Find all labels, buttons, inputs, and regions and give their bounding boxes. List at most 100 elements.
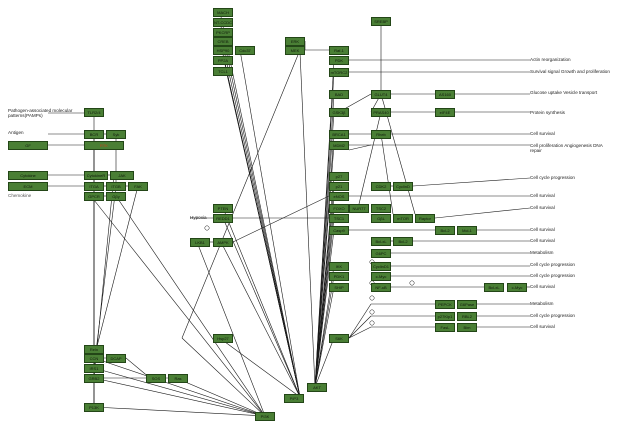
node-gby[interactable]: Gβγ: [106, 192, 126, 201]
node-as160[interactable]: AS160: [435, 90, 455, 99]
node-pkcrp[interactable]: PKCRP: [213, 28, 233, 37]
edge-line: [314, 286, 335, 388]
node-tsc2[interactable]: TSC2: [371, 204, 391, 213]
node-ikk[interactable]: IKK: [329, 262, 349, 271]
node-pten[interactable]: PTEN: [213, 204, 233, 213]
node-casp9[interactable]: Casp9: [329, 226, 349, 235]
node-p27[interactable]: p27: [329, 172, 349, 181]
node-tlr24[interactable]: TLR2/4: [84, 108, 104, 117]
node-itga[interactable]: ITGA: [84, 182, 104, 191]
node-gpl[interactable]: GβL: [371, 214, 391, 223]
node-g6pase[interactable]: G6Pase: [457, 300, 477, 309]
node-fak[interactable]: FAK: [128, 182, 148, 191]
node-p21[interactable]: p21: [329, 182, 349, 191]
label-metabolism-1: Metabolism: [530, 250, 554, 255]
node-gsk3b[interactable]: GSK3β: [329, 108, 349, 117]
node-pdk1[interactable]: PDK1: [329, 272, 349, 281]
node-mach[interactable]: MACH: [213, 8, 233, 17]
node-foxo[interactable]: FOXO: [329, 204, 349, 213]
node-p27kip1[interactable]: p27Kip1: [435, 312, 455, 321]
node-myc[interactable]: c-Myc: [371, 272, 391, 281]
node-ras[interactable]: Ras: [168, 374, 188, 383]
edge-line: [220, 241, 301, 398]
node-bad[interactable]: BAD: [329, 90, 349, 99]
node-mcl1[interactable]: Mcl-1: [457, 226, 477, 235]
node-pip3[interactable]: PIP3: [284, 394, 304, 403]
node-cytokiner[interactable]: CytokineR: [84, 171, 108, 180]
node-p130[interactable]: RBL2: [457, 312, 477, 321]
node-ccn[interactable]: CCN: [84, 354, 104, 363]
node-grb2[interactable]: GRB2: [84, 374, 104, 383]
label-cycle-2: Cell cycle progression: [530, 262, 575, 267]
node-bcr[interactable]: BCR: [84, 130, 104, 139]
node-bcl2b[interactable]: Bcl-2: [393, 237, 413, 246]
node-mtor[interactable]: mTOR: [393, 214, 413, 223]
node-akt[interactable]: AKT: [307, 383, 327, 392]
node-dcap[interactable]: DCAP: [106, 354, 126, 363]
node-cmyc2[interactable]: c-Myc: [507, 283, 527, 292]
node-cdk2[interactable]: CDK2: [371, 182, 391, 191]
node-itgb[interactable]: ITGB: [106, 182, 126, 191]
node-gpcr[interactable]: GPCR: [84, 192, 104, 201]
node-creb[interactable]: CREB: [213, 37, 233, 46]
node-tcl1[interactable]: TCL1: [213, 67, 233, 76]
label-cycle-3: Cell cycle progression: [530, 273, 575, 278]
node-tsc1[interactable]: TSC1: [329, 214, 349, 223]
label-protein: Protein synthesis: [530, 110, 565, 115]
node-eif4e[interactable]: eIF4E: [435, 108, 455, 117]
node-sos[interactable]: SOS: [146, 374, 166, 383]
node-bclxl[interactable]: Bcl-xL: [484, 283, 504, 292]
node-nfkb[interactable]: NF-κB: [371, 283, 391, 292]
node-reln[interactable]: Reln: [84, 345, 104, 354]
node-erk[interactable]: ERK: [285, 37, 305, 46]
node-gf[interactable]: GF: [8, 141, 48, 150]
edge-line: [348, 326, 372, 339]
node-cdc37[interactable]: Cdc37: [235, 46, 255, 55]
node-ecm[interactable]: ECM: [8, 182, 48, 191]
node-p13k[interactable]: P13K: [84, 403, 104, 412]
edge-line: [93, 185, 139, 359]
node-hsp90[interactable]: HSP90: [213, 46, 233, 55]
node-reddi[interactable]: REDD1: [213, 214, 233, 223]
node-ship[interactable]: SHIP: [329, 283, 349, 292]
node-enos[interactable]: eNOS: [329, 192, 349, 201]
node-syk[interactable]: Syk: [106, 130, 126, 139]
label-cell-survival-4: Cell survival: [530, 227, 555, 232]
node-mdm2[interactable]: MDM2: [329, 141, 349, 150]
node-rtk[interactable]: RTK: [84, 141, 124, 150]
node-pepck[interactable]: PEPCK: [435, 300, 455, 309]
node-mtorc2[interactable]: mTORC2: [329, 68, 349, 77]
node-cyclind[interactable]: CyclinD: [393, 182, 413, 191]
node-g6pc[interactable]: G6PC: [371, 249, 391, 258]
node-s6k[interactable]: S6K: [329, 334, 349, 343]
node-lkb1[interactable]: LKB1: [190, 238, 210, 247]
node-mek[interactable]: MEK: [285, 46, 305, 55]
node-pdk[interactable]: PDK: [329, 56, 349, 65]
node-nurr1[interactable]: NUR77: [349, 204, 369, 213]
node-cytokine[interactable]: Cytokine: [8, 171, 48, 180]
node-glut4[interactable]: GLUT4: [371, 90, 391, 99]
node-hsp27[interactable]: Hsp27: [213, 334, 233, 343]
node-pi3k[interactable]: PI3K: [255, 412, 275, 421]
label-hypoxia: Hypoxia: [190, 215, 207, 220]
node-bcl2l[interactable]: Bcl-xL: [371, 237, 391, 246]
node-ampk[interactable]: AMPK: [213, 238, 233, 247]
node-srebp[interactable]: SREBP: [371, 17, 391, 26]
edge-line: [225, 69, 301, 398]
node-pras40[interactable]: PRAS40: [371, 108, 391, 117]
edge-line: [348, 144, 372, 151]
edge-line: [232, 195, 330, 243]
node-raptor[interactable]: Raptor: [415, 214, 435, 223]
node-bcl2[interactable]: Bcl-2: [435, 226, 455, 235]
node-raf1[interactable]: Raf-1: [329, 46, 349, 55]
node-fasl[interactable]: FasL: [435, 323, 455, 332]
node-brca1[interactable]: BRCA1: [329, 130, 349, 139]
node-bim[interactable]: Bim: [457, 323, 477, 332]
node-rheb[interactable]: Rheb: [371, 130, 391, 139]
node-cyclind1[interactable]: CyclinD1: [371, 262, 391, 271]
node-irs1[interactable]: IRS1: [84, 364, 104, 373]
node-ppp2[interactable]: PP2A: [213, 56, 233, 65]
node-jak[interactable]: JAK: [110, 171, 134, 180]
edge-line: [115, 195, 266, 417]
node-ntccdc[interactable]: NT-CCDC: [213, 18, 233, 27]
